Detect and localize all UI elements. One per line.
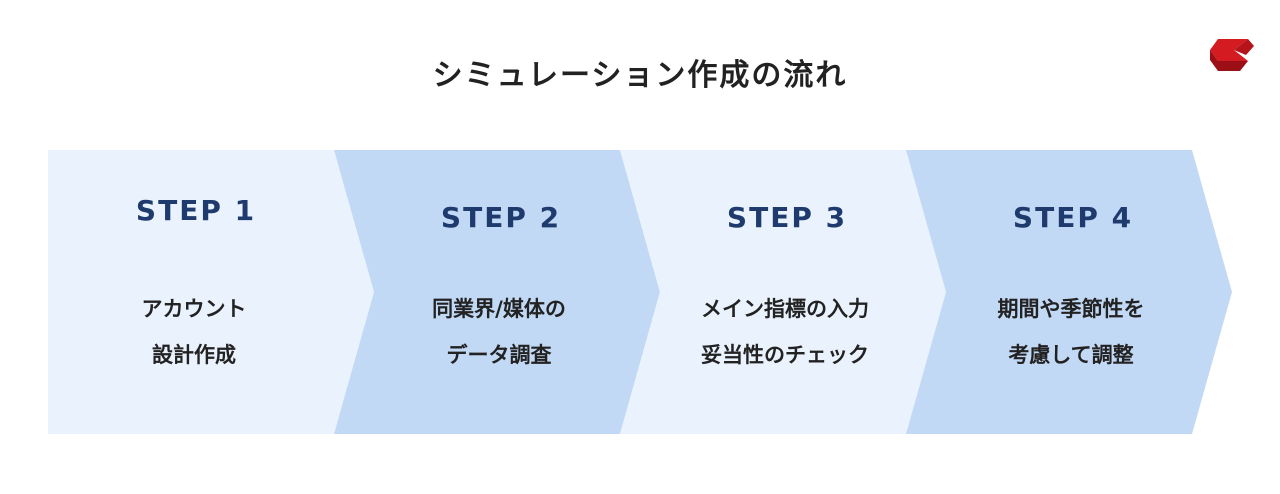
step-4-line-1: 期間や季節性を: [997, 297, 1145, 321]
step-4-line-2: 考慮して調整: [1008, 343, 1134, 367]
step-1-arrow: [48, 150, 374, 434]
step-3-label: STEP 3: [726, 201, 848, 234]
step-2-arrow: [334, 150, 660, 434]
step-1-line-2: 設計作成: [152, 343, 236, 367]
step-2-description: 同業界/媒体の データ調査: [369, 286, 629, 378]
step-4-arrow: [906, 150, 1232, 434]
step-2-label: STEP 2: [440, 201, 562, 234]
step-2-line-2: データ調査: [446, 343, 552, 367]
step-2-line-1: 同業界/媒体の: [432, 297, 566, 321]
step-4-description: 期間や季節性を 考慮して調整: [941, 286, 1201, 378]
step-3-arrow: [620, 150, 946, 434]
step-1-line-1: アカウント: [141, 297, 247, 321]
step-3-description: メイン指標の入力 妥当性のチェック: [655, 286, 915, 378]
step-1-label: STEP 1: [135, 194, 257, 227]
brand-logo-icon: [1210, 39, 1254, 71]
step-3-line-1: メイン指標の入力: [701, 297, 869, 321]
step-1-description: アカウント 設計作成: [64, 286, 324, 378]
step-4-label: STEP 4: [1012, 201, 1134, 234]
page-title: シミュレーション作成の流れ: [432, 58, 848, 93]
step-3-line-2: 妥当性のチェック: [701, 343, 869, 367]
